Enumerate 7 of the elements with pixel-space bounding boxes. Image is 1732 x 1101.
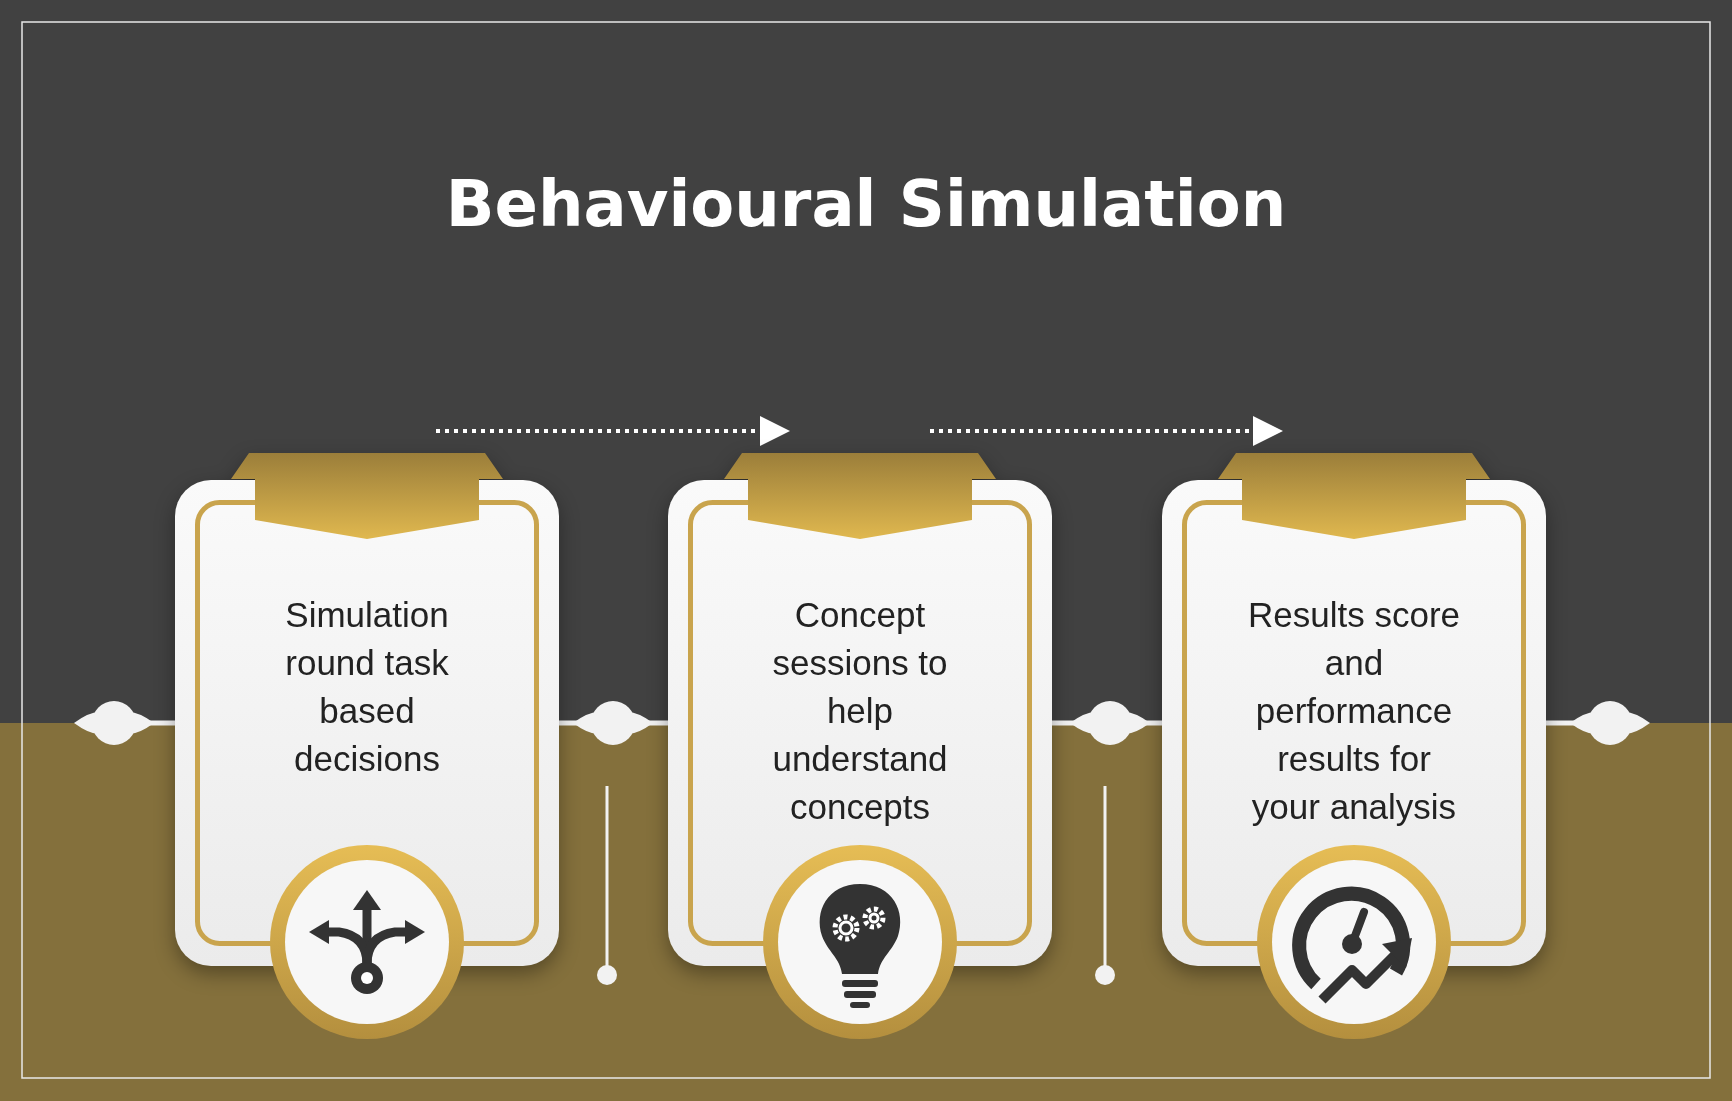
step-card (668, 453, 1052, 966)
step-text: Results score and performance results for your analysis (1247, 594, 1461, 828)
step-card (1162, 453, 1546, 966)
title: Behavioural Simulation (444, 166, 1288, 242)
step-text: Concept sessions to help understand concepts (771, 594, 949, 828)
step-card (175, 453, 559, 966)
step-text: Simulation round task based decisions (284, 594, 450, 780)
